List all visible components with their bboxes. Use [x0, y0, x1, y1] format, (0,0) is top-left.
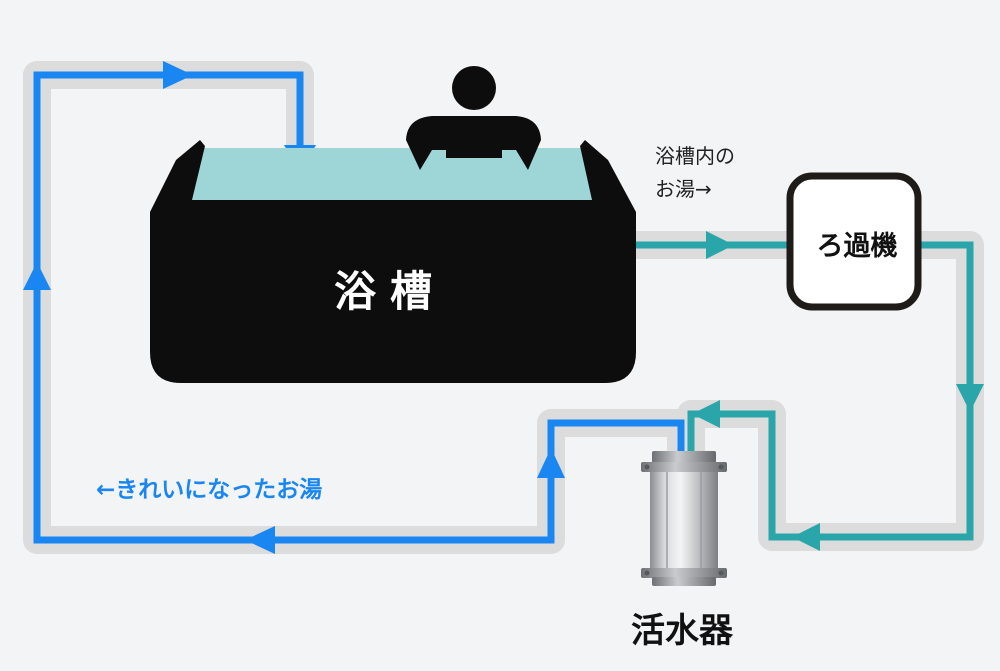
inflow-label: 浴槽内の お湯→	[655, 140, 735, 206]
inflow-label-line2: お湯→	[655, 177, 712, 201]
flow-arrow-icon	[23, 262, 51, 290]
clean-water-pipe	[33, 71, 685, 544]
flow-arrow-icon	[706, 231, 734, 259]
filter-label: ろ過機	[816, 231, 898, 262]
flow-arrow-icon	[692, 400, 720, 428]
flow-arrow-icon	[956, 384, 984, 412]
flow-arrow-icon	[163, 61, 193, 89]
flow-arrow-icon	[537, 448, 565, 478]
bathtub	[150, 140, 636, 383]
clean-water-label: ←きれいになったお湯	[96, 477, 323, 503]
water-activator-label: 活水器	[631, 611, 733, 651]
bathtub-water	[172, 148, 612, 200]
flow-arrow-icon	[245, 526, 275, 554]
bathtub-body	[150, 140, 636, 383]
person-icon	[406, 66, 541, 170]
flow-arrows	[23, 61, 984, 554]
bathtub-label: 浴槽	[333, 267, 446, 316]
inflow-label-line1: 浴槽内の	[655, 144, 735, 168]
water-activator-icon	[641, 451, 727, 586]
flow-arrow-icon	[792, 523, 820, 551]
filter-box	[786, 172, 922, 311]
